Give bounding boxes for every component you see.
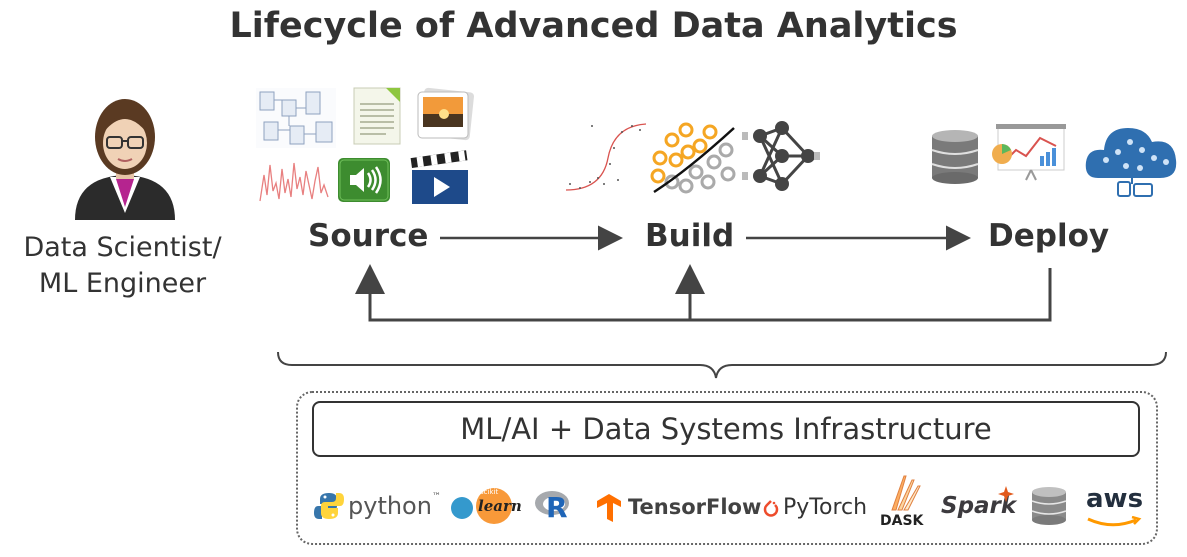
diagram-title: Lifecycle of Advanced Data Analytics	[229, 6, 958, 46]
feedback-loop	[355, 264, 1052, 322]
python-trademark: ™	[431, 492, 441, 502]
schema-diagram-icon	[256, 88, 336, 148]
photo-icon	[417, 87, 474, 141]
clustering-icon	[650, 122, 736, 194]
tensorflow-logo-icon	[597, 494, 621, 522]
infrastructure-brace	[277, 351, 1167, 379]
person-label-line2: ML Engineer	[38, 268, 207, 299]
pytorch-logo-icon	[763, 500, 779, 517]
aws-smile-icon	[1087, 516, 1142, 527]
person-label: Data Scientist/ ML Engineer	[0, 230, 245, 302]
sklearn-logo-icon	[451, 488, 512, 524]
sklearn-scikit-text: scikit	[480, 488, 499, 496]
python-logo-text: python™	[348, 492, 441, 520]
dask-logo-icon	[891, 475, 921, 511]
stage-deploy: Deploy	[988, 218, 1110, 254]
spark-star-icon	[998, 486, 1014, 502]
sklearn-learn-text: learn	[478, 497, 522, 515]
dask-logo-text: DASK	[880, 513, 924, 529]
spark-logo-text: Spark	[941, 493, 1017, 519]
logistic-curve-icon	[565, 123, 647, 191]
stage-source: Source	[308, 218, 429, 254]
infrastructure-label: ML/AI + Data Systems Infrastructure	[312, 401, 1140, 457]
video-clapper-icon	[410, 150, 468, 204]
aws-logo-text: aws	[1086, 484, 1144, 514]
cloud-devices-icon	[1085, 128, 1177, 197]
r-logo-text: R	[546, 491, 568, 524]
audio-icon	[338, 158, 390, 202]
python-logo-icon	[314, 493, 344, 519]
database-icon	[931, 130, 979, 184]
timeseries-chart-icon	[258, 155, 330, 205]
person-label-line1: Data Scientist/	[23, 232, 222, 263]
database-logo-icon	[1031, 487, 1067, 525]
tensorflow-logo-text: TensorFlow	[628, 495, 762, 519]
r-logo-icon	[535, 491, 569, 515]
stage-build: Build	[645, 218, 735, 254]
neural-network-icon	[742, 121, 820, 191]
document-icon	[353, 87, 401, 145]
dashboard-presentation-icon	[992, 124, 1066, 181]
python-wordmark: python	[348, 492, 432, 520]
pytorch-logo-text: PyTorch	[783, 495, 868, 520]
infrastructure-container	[296, 391, 1158, 545]
data-scientist-avatar-icon	[75, 99, 175, 220]
